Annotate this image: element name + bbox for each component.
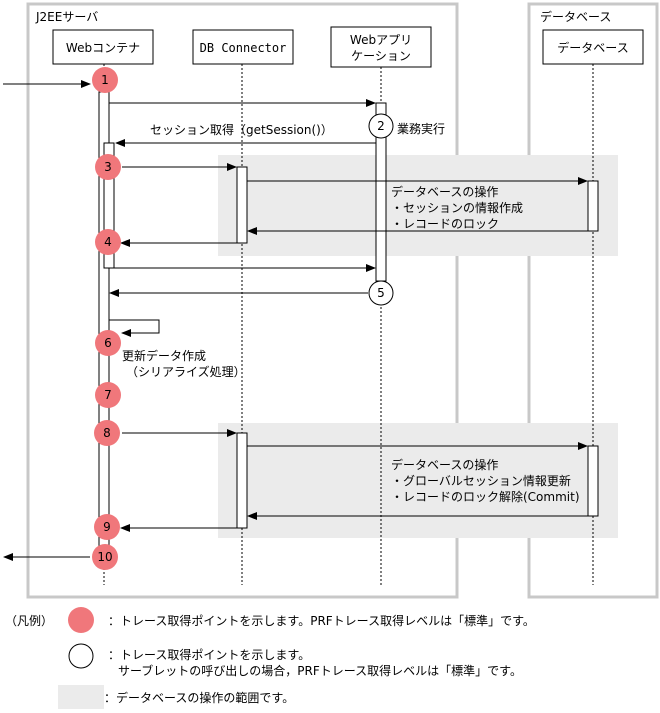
svg-text:9: 9 [103, 520, 111, 534]
svg-text:10: 10 [97, 550, 112, 564]
activation-db-connector-2 [236, 432, 248, 529]
database-frame-label: データベース [540, 9, 611, 24]
business-execution-label: 業務実行 [397, 121, 445, 136]
db-operation-region-1 [218, 155, 618, 256]
trace-point-5: 5 [368, 280, 394, 306]
legend-white-text-2: サーブレットの呼び出しの場合，PRFトレース取得レベルは「標準」です。 [118, 663, 522, 678]
db-op2-item2: ・レコードのロック解除(Commit) [391, 489, 580, 504]
svg-text:1: 1 [101, 73, 109, 87]
lifeline-label-database: データベース [557, 40, 628, 55]
svg-text:2: 2 [377, 119, 385, 133]
trace-point-1: 1 [92, 67, 118, 93]
legend-red-text: ：トレース取得ポイントを示します。PRFトレース取得レベルは「標準」です。 [108, 613, 535, 628]
lifeline-label-web-container: Webコンテナ [66, 41, 140, 55]
activation-database-2 [587, 445, 599, 517]
trace-point-9: 9 [94, 514, 120, 540]
db-op1-item2: ・レコードのロック [391, 217, 499, 231]
legend-white-text-1: ：トレース取得ポイントを示します。 [108, 647, 310, 662]
lifeline-head-database [542, 29, 644, 65]
svg-text:4: 4 [104, 235, 112, 249]
legend-red-circle-icon [68, 607, 94, 633]
trace-point-7: 7 [95, 382, 121, 408]
activation-db-connector-1 [236, 166, 248, 244]
trace-point-2: 2 [368, 113, 394, 139]
legend-white-circle-icon [68, 643, 94, 669]
trace-point-6: 6 [95, 330, 121, 356]
trace-point-4: 4 [95, 229, 121, 255]
legend-gray-box-icon [58, 685, 104, 709]
lifeline-head-db-connector [192, 29, 294, 65]
svg-text:6: 6 [104, 336, 112, 350]
svg-text:3: 3 [104, 160, 112, 174]
lifeline-head-web-container [52, 29, 154, 65]
legend-title: （凡例） [5, 614, 53, 628]
svg-text:5: 5 [377, 286, 385, 300]
db-op2-title: データベースの操作 [391, 457, 498, 472]
get-session-label: セッション取得（getSession()） [150, 122, 333, 137]
lifeline-label-web-app-line1: Webアプリ [350, 33, 412, 47]
trace-point-3: 3 [95, 154, 121, 180]
svg-text:8: 8 [103, 426, 111, 440]
database-frame [527, 2, 659, 599]
lifeline-label-web-app-line2: ケーション [351, 49, 411, 63]
serialize-label: （シリアライズ処理） [126, 364, 246, 379]
svg-text:7: 7 [104, 388, 112, 402]
db-op1-title: データベースの操作 [391, 184, 498, 199]
j2ee-server-label: J2EEサーバ [35, 10, 98, 24]
legend-gray-text: ：データベースの操作の範囲です。 [104, 690, 294, 705]
lifeline-label-db-connector: DB Connector [200, 41, 287, 55]
arrow-self-update [109, 319, 160, 337]
j2ee-server-frame [26, 2, 459, 599]
update-data-label: 更新データ作成 [122, 348, 206, 363]
db-operation-region-2 [218, 423, 618, 538]
trace-point-10: 10 [92, 544, 118, 570]
db-op1-item1: ・セッションの情報作成 [391, 201, 523, 215]
db-op2-item1: ・グローバルセッション情報更新 [391, 473, 571, 488]
activation-database-1 [587, 180, 599, 232]
trace-point-8: 8 [94, 420, 120, 446]
